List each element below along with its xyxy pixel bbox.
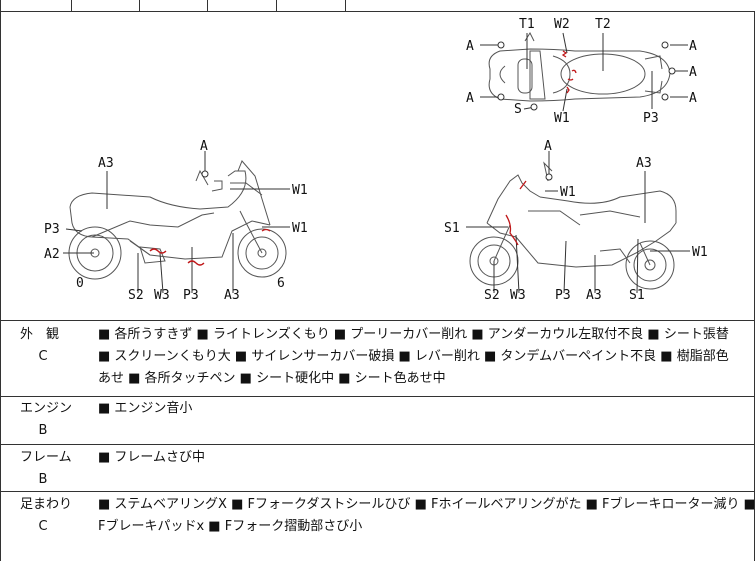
section-suspension: 足まわり C ■ ステムベアリングX ■ Fフォークダストシールひび ■ Fホイ… — [0, 494, 755, 554]
label-a: A — [689, 91, 697, 106]
label-s1: S1 — [629, 288, 645, 303]
description-line: ■ ステムベアリングX ■ Fフォークダストシールひび ■ Fホイールベアリング… — [98, 497, 755, 512]
label-a3: A3 — [224, 288, 240, 303]
description-line: ■ エンジン音小 — [98, 401, 193, 416]
section-name: エンジン — [20, 401, 73, 416]
table-border — [0, 320, 755, 321]
label-s: S — [514, 102, 522, 117]
label-p3: P3 — [643, 111, 659, 126]
section-description: ■ フレームさび中 — [98, 447, 747, 469]
description-line: あせ ■ 各所タッチペン ■ シート硬化中 ■ シート色あせ中 — [98, 371, 446, 386]
label-w1: W1 — [292, 221, 308, 236]
label-s2: S2 — [128, 288, 144, 303]
marker-circles — [201, 41, 676, 181]
header-divider — [276, 0, 277, 11]
section-engine: エンジン B ■ エンジン音小 — [0, 398, 755, 446]
top-view-labels: T1 W2 T2 A A A A A S W1 P3 — [466, 17, 697, 126]
label-a: A — [689, 39, 697, 54]
section-name: フレーム — [20, 450, 72, 465]
header-divider — [207, 0, 208, 11]
table-border — [0, 396, 755, 397]
label-a: A — [466, 91, 474, 106]
section-exterior: 外 観 C ■ 各所うすきず ■ ライトレンズくもり ■ プーリーカバー削れ ■… — [0, 324, 755, 394]
label-a3: A3 — [636, 156, 652, 171]
section-name: 外 観 — [20, 327, 60, 342]
label-t2: T2 — [595, 17, 611, 32]
label-s1: S1 — [444, 221, 460, 236]
top-view-scooter — [488, 31, 671, 102]
label-w2: W2 — [554, 17, 570, 32]
label-w3: W3 — [154, 288, 170, 303]
section-category: 足まわり C — [20, 494, 80, 538]
section-name: 足まわり — [20, 497, 73, 512]
top-view-leaders — [480, 32, 688, 112]
label-p3: P3 — [183, 288, 199, 303]
damage-marks — [149, 50, 577, 266]
table-border — [0, 11, 755, 12]
header-divider — [345, 0, 346, 11]
label-a3: A3 — [586, 288, 602, 303]
description-line: ■ 各所うすきず ■ ライトレンズくもり ■ プーリーカバー削れ ■ アンダーカ… — [98, 327, 729, 342]
label-a: A — [466, 39, 474, 54]
label-p3: P3 — [44, 222, 60, 237]
section-frame: フレーム B ■ フレームさび中 — [0, 447, 755, 493]
label-w1: W1 — [554, 111, 570, 126]
section-grade: C — [38, 349, 48, 364]
description-line: Fブレーキパッドx ■ Fフォーク摺動部さび小 — [98, 519, 363, 534]
label-a2: A2 — [44, 247, 60, 262]
section-category: 外 観 C — [20, 324, 80, 368]
left-side-scooter — [68, 160, 287, 280]
label-a: A — [200, 139, 208, 154]
label-w1: W1 — [292, 183, 308, 198]
header-divider — [0, 0, 1, 11]
header-divider — [139, 0, 140, 11]
label-w1: W1 — [692, 245, 708, 260]
table-border — [0, 11, 1, 561]
table-border — [0, 491, 755, 492]
label-w3: W3 — [510, 288, 526, 303]
label-w1: W1 — [560, 185, 576, 200]
section-grade: B — [38, 472, 48, 487]
label-zero: 0 — [76, 276, 84, 291]
section-description: ■ 各所うすきず ■ ライトレンズくもり ■ プーリーカバー削れ ■ アンダーカ… — [98, 324, 747, 390]
table-border — [0, 444, 755, 445]
label-a3: A3 — [98, 156, 114, 171]
section-description: ■ エンジン音小 — [98, 398, 747, 420]
label-s2: S2 — [484, 288, 500, 303]
section-description: ■ ステムベアリングX ■ Fフォークダストシールひび ■ Fホイールベアリング… — [98, 494, 755, 538]
right-view-labels: A A3 W1 S1 W1 S2 W3 P3 A3 S1 — [444, 139, 708, 303]
section-category: フレーム B — [20, 447, 80, 491]
label-six: 6 — [277, 276, 285, 291]
label-a: A — [689, 65, 697, 80]
damage-diagram: T1 W2 T2 A A A A A S W1 P3 A3 A W1 W1 P3… — [0, 11, 755, 320]
label-p3: P3 — [555, 288, 571, 303]
label-t1: T1 — [519, 17, 535, 32]
section-category: エンジン B — [20, 398, 80, 442]
description-line: ■ フレームさび中 — [98, 450, 206, 465]
header-divider — [71, 0, 72, 11]
label-a: A — [544, 139, 552, 154]
left-view-labels: A3 A W1 W1 P3 A2 0 S2 W3 P3 A3 6 — [44, 139, 308, 303]
section-grade: C — [38, 519, 48, 534]
description-line: ■ スクリーンくもり大 ■ サイレンサーカバー破損 ■ レバー削れ ■ タンデム… — [98, 349, 729, 364]
section-grade: B — [38, 423, 48, 438]
right-view-leaders — [466, 151, 690, 294]
scooter-diagram-svg: T1 W2 T2 A A A A A S W1 P3 A3 A W1 W1 P3… — [44, 17, 708, 303]
